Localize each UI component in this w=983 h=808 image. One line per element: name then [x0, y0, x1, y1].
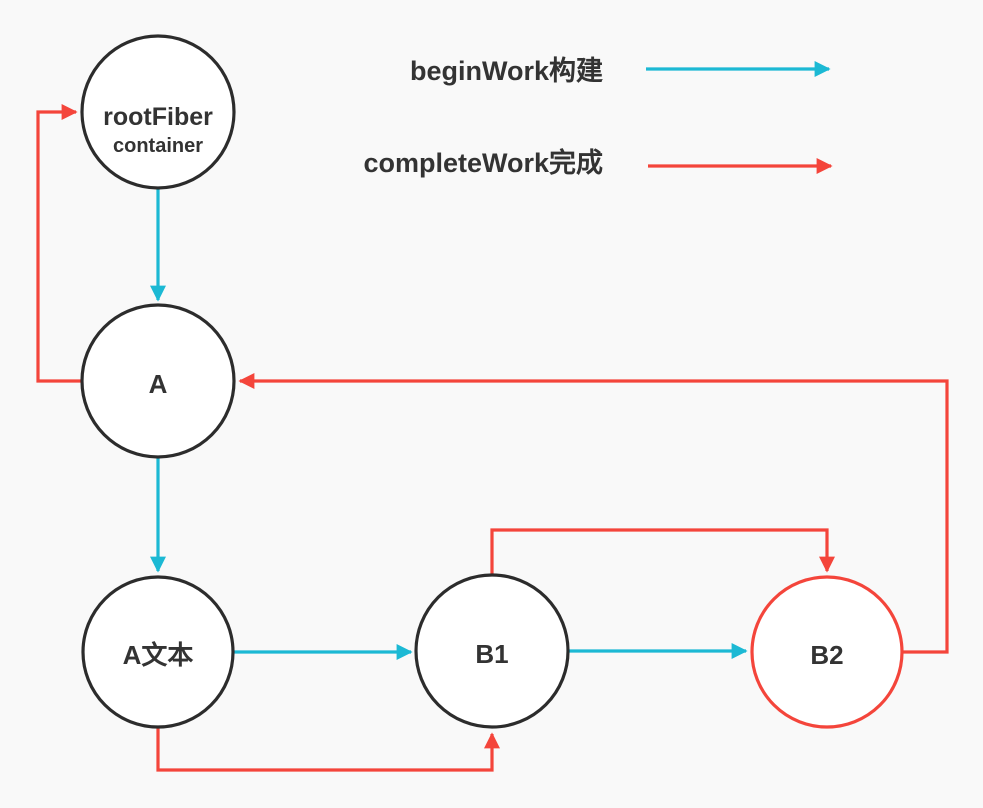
- node-b1-label: B1: [475, 639, 508, 669]
- node-b2: B2: [750, 575, 904, 729]
- node-rootfiber-label: rootFiber: [103, 103, 213, 131]
- edge-complete-a-to-rootfiber: [36, 104, 82, 383]
- node-b1: B1: [414, 573, 570, 729]
- node-rootfiber-circle: [80, 34, 236, 190]
- completework-edges: [36, 104, 949, 772]
- legend-completework-label: completeWork完成: [363, 147, 603, 178]
- edge-complete-b2-to-a: [238, 373, 949, 654]
- node-rootfiber: rootFiber container: [80, 34, 236, 190]
- node-b2-label: B2: [810, 640, 843, 670]
- edge-complete-atext-to-b1: [156, 728, 500, 772]
- node-atext: A文本: [81, 575, 235, 729]
- node-b1-circle: [414, 573, 570, 729]
- node-atext-label: A文本: [123, 640, 194, 670]
- node-b2-circle: [750, 575, 904, 729]
- beginwork-edges: [150, 189, 748, 660]
- node-a-circle: [80, 303, 236, 459]
- legend-beginwork-label: beginWork构建: [410, 56, 603, 86]
- node-a: A: [80, 303, 236, 459]
- node-atext-circle: [81, 575, 235, 729]
- node-a-label: A: [149, 369, 168, 399]
- node-rootfiber-sublabel: container: [113, 135, 203, 157]
- nodes: rootFiber container A A文本 B1 B2: [80, 34, 904, 729]
- legend: beginWork构建 completeWork完成: [363, 56, 833, 178]
- edge-complete-b1-to-b2: [490, 528, 835, 576]
